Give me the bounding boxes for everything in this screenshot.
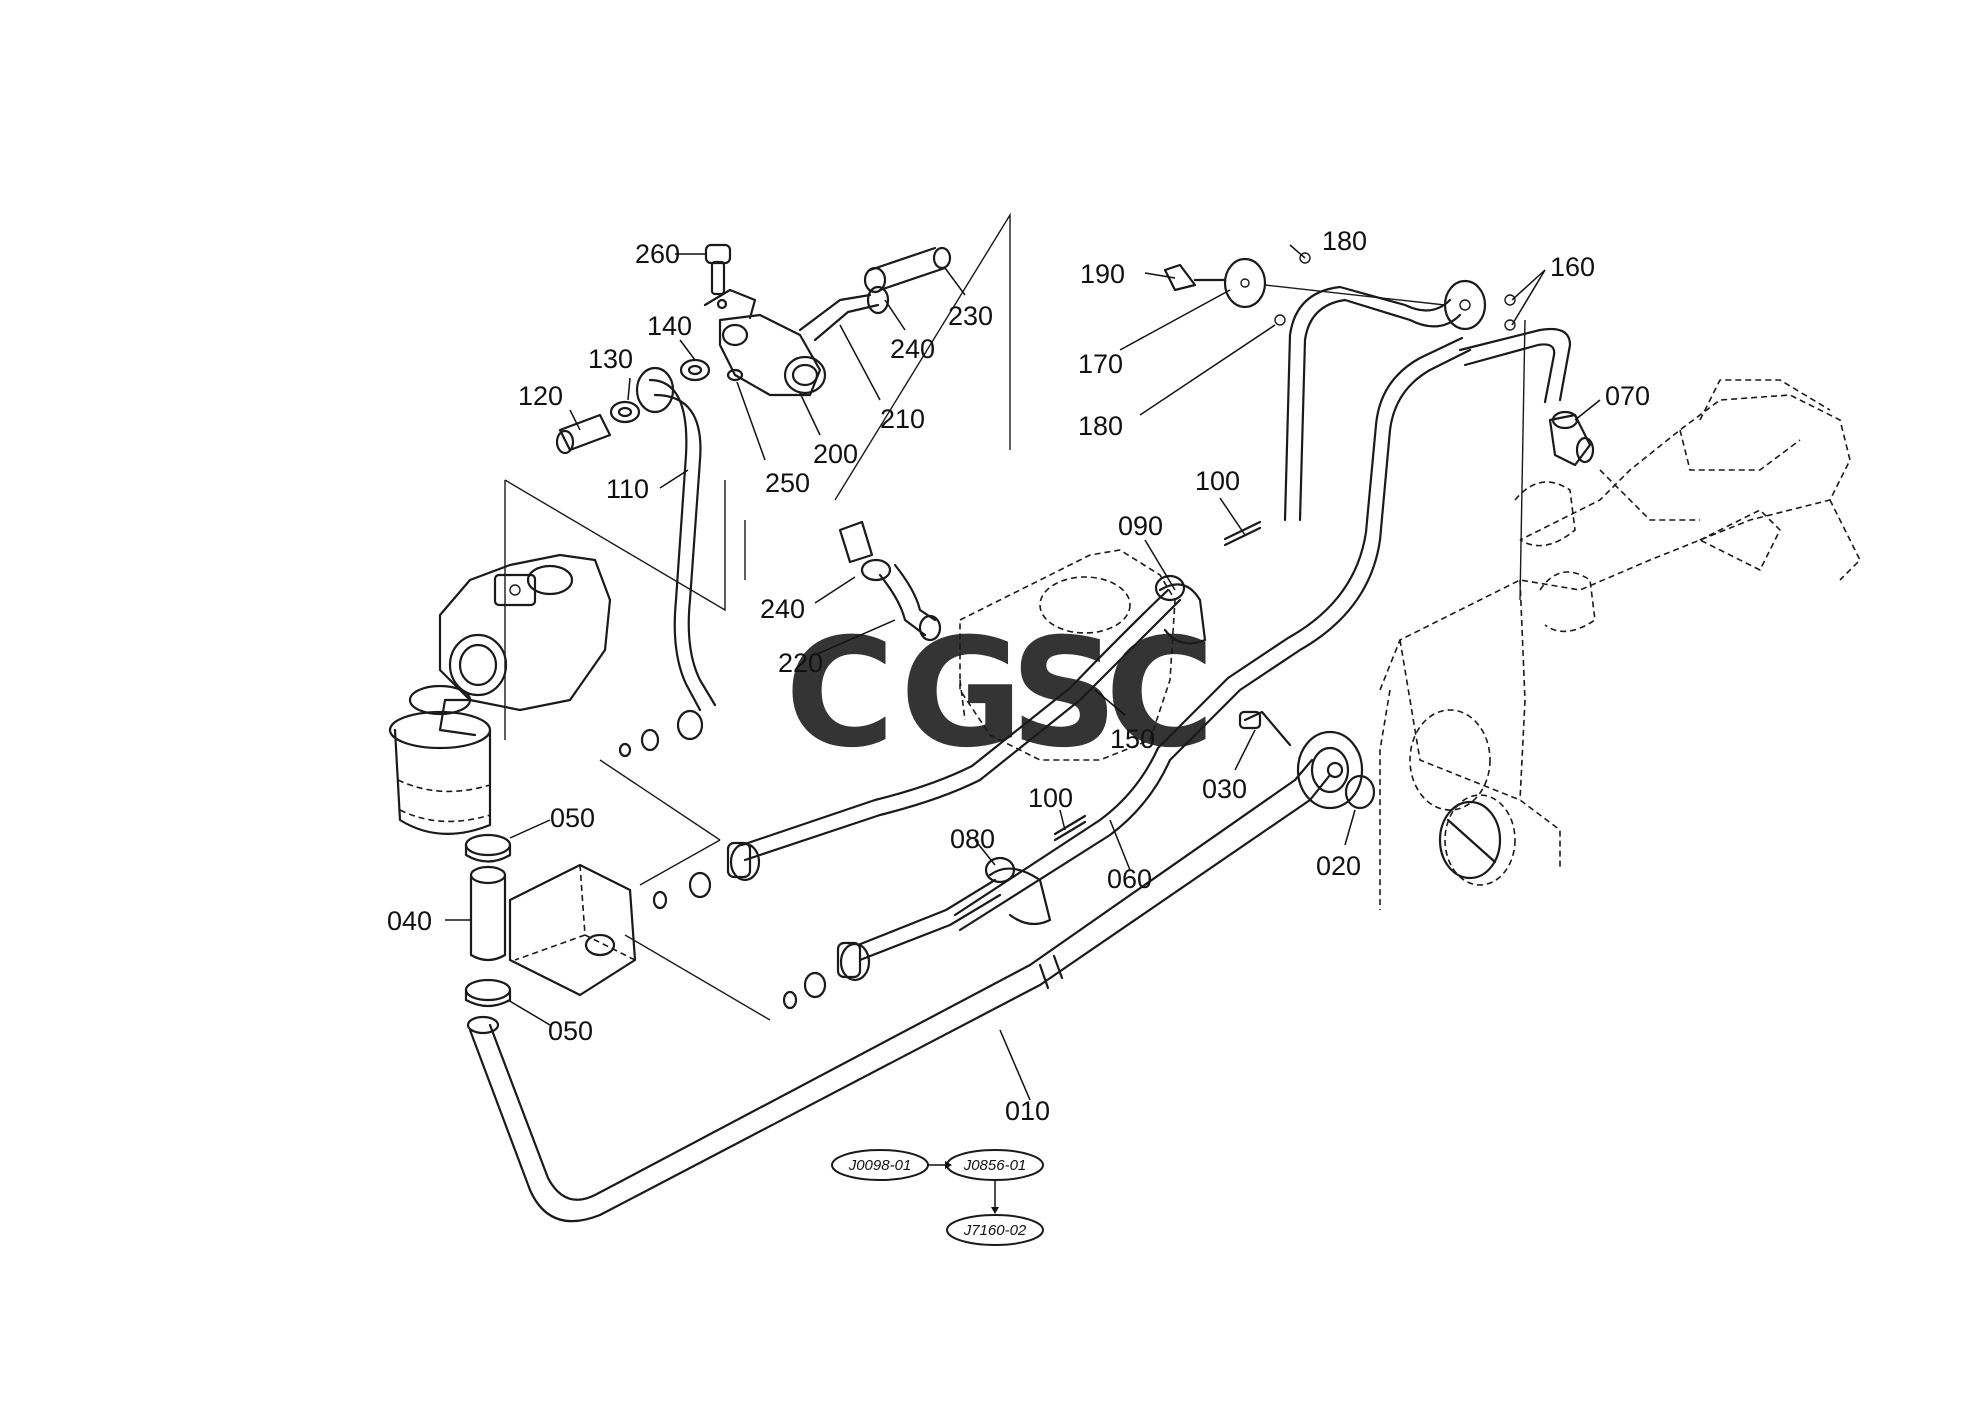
pipe-070-down bbox=[1519, 319, 1526, 601]
hose-010-joint bbox=[1038, 963, 1050, 990]
pipe-080-inner bbox=[856, 878, 997, 947]
pipe-110 bbox=[653, 393, 717, 707]
center-housing bbox=[959, 549, 1176, 761]
callout-100-bottom: 100 bbox=[1028, 783, 1073, 813]
reference-label-1: J0098-01 bbox=[848, 1157, 912, 1174]
pipe-110-inner bbox=[648, 378, 702, 712]
fitting-240-220 bbox=[838, 520, 942, 642]
pipe-160-line bbox=[1298, 298, 1462, 522]
callout-100-top: 100 bbox=[1195, 466, 1240, 496]
frame-lines bbox=[504, 212, 1011, 1021]
callout-260: 260 bbox=[635, 239, 680, 269]
callout-220: 220 bbox=[778, 648, 823, 678]
hydraulic-assembly-drawing: J0098-01 J0856-01 J7160-02 bbox=[388, 212, 1861, 1246]
callout-240-top: 240 bbox=[890, 334, 935, 364]
callout-210: 210 bbox=[880, 404, 925, 434]
callout-050-bottom: 050 bbox=[548, 1016, 593, 1046]
pipe-150-inner bbox=[740, 588, 1170, 847]
steering-unit bbox=[438, 553, 612, 737]
callout-090: 090 bbox=[1118, 511, 1163, 541]
watermark: C G S C bbox=[785, 607, 1215, 781]
reference-tree: J0098-01 J0856-01 J7160-02 bbox=[831, 1149, 1044, 1246]
watermark-letter-1: C bbox=[785, 607, 895, 781]
cylinder-assembly bbox=[703, 243, 952, 397]
callout-180-top: 180 bbox=[1322, 226, 1367, 256]
callout-labels: 260 230 140 240 130 120 210 200 250 110 … bbox=[387, 226, 1650, 1126]
callout-230: 230 bbox=[948, 301, 993, 331]
o-ring-250 bbox=[726, 368, 744, 382]
reference-label-2: J0856-01 bbox=[963, 1157, 1027, 1174]
pipe-060 bbox=[958, 348, 1472, 932]
hose-010 bbox=[468, 773, 1332, 1223]
bolt-030-plate-020 bbox=[1238, 710, 1376, 810]
pin-100-upper bbox=[1223, 526, 1262, 547]
callout-190: 190 bbox=[1080, 259, 1125, 289]
pipe-160-line-inner bbox=[1283, 285, 1452, 522]
hose-010-joint-2 bbox=[1052, 954, 1064, 980]
reference-oval-3 bbox=[946, 1214, 1044, 1246]
clamp-090 bbox=[1154, 574, 1207, 645]
pipe-150 bbox=[743, 598, 1182, 862]
valve-block bbox=[508, 863, 637, 997]
pipe-070-line-inner bbox=[1463, 343, 1556, 404]
lower-fittings bbox=[618, 709, 871, 1010]
callout-140: 140 bbox=[647, 311, 692, 341]
right-engine-housing bbox=[1379, 379, 1861, 910]
bolt-260 bbox=[710, 260, 726, 296]
fittings-160-190 bbox=[1163, 252, 1516, 331]
pipe-070-line bbox=[1458, 327, 1572, 402]
pipe-060-inner bbox=[953, 336, 1464, 917]
fitting-070 bbox=[1548, 410, 1595, 467]
filter-canister bbox=[388, 684, 492, 835]
pipe-080 bbox=[858, 893, 1002, 962]
callout-200: 200 bbox=[813, 439, 858, 469]
callout-110: 110 bbox=[606, 474, 649, 504]
hose-010-inner bbox=[488, 758, 1314, 1201]
hose-040-with-clamps bbox=[464, 833, 512, 1035]
callout-070: 070 bbox=[1605, 381, 1650, 411]
leader-lines bbox=[445, 244, 1601, 1101]
callout-240-mid: 240 bbox=[760, 594, 805, 624]
callout-020: 020 bbox=[1316, 851, 1361, 881]
callout-120: 120 bbox=[518, 381, 563, 411]
pin-100-lower-b bbox=[1053, 814, 1087, 836]
bolt-260-head bbox=[704, 243, 732, 265]
clamp-080 bbox=[984, 856, 1052, 926]
callout-010: 010 bbox=[1005, 1096, 1050, 1126]
reference-label-3: J7160-02 bbox=[963, 1222, 1027, 1239]
callout-080: 080 bbox=[950, 824, 995, 854]
callout-060: 060 bbox=[1107, 864, 1152, 894]
callout-160: 160 bbox=[1550, 252, 1595, 282]
callout-130: 130 bbox=[588, 344, 633, 374]
watermark-letter-4: C bbox=[1105, 607, 1215, 781]
callout-180-bottom: 180 bbox=[1078, 411, 1123, 441]
callout-050-top: 050 bbox=[550, 803, 595, 833]
callout-030: 030 bbox=[1202, 774, 1247, 804]
callout-040: 040 bbox=[387, 906, 432, 936]
callout-250: 250 bbox=[765, 468, 810, 498]
callout-170: 170 bbox=[1078, 349, 1123, 379]
callout-150: 150 bbox=[1110, 724, 1155, 754]
pin-100-lower bbox=[1053, 820, 1087, 842]
